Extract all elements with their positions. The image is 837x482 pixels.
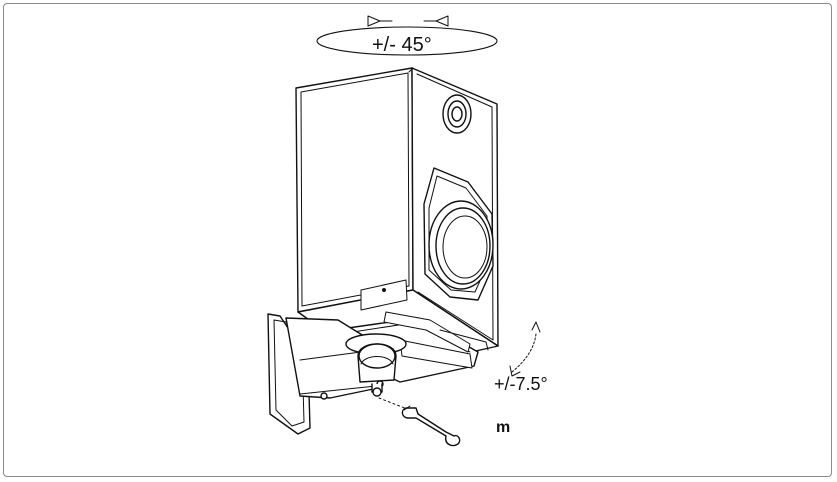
ball-joint <box>345 333 407 397</box>
woofer-icon <box>423 167 494 301</box>
tilt-up-arrow-icon <box>531 321 541 333</box>
horizontal-rotation-indicator: +/- 45° <box>316 15 498 56</box>
vertical-tilt-label: +/-7.5° <box>494 374 548 394</box>
rotate-left-arrow-icon <box>435 15 449 27</box>
tilt-down-arrow-icon <box>509 365 521 377</box>
horizontal-rotation-label: +/- 45° <box>372 34 432 56</box>
wrench-icon <box>401 405 461 447</box>
rotate-right-arrow-icon <box>367 15 381 27</box>
tweeter-icon <box>442 94 472 134</box>
vertical-tilt-indicator: +/-7.5° <box>494 321 548 394</box>
tool-label: m <box>496 419 510 436</box>
